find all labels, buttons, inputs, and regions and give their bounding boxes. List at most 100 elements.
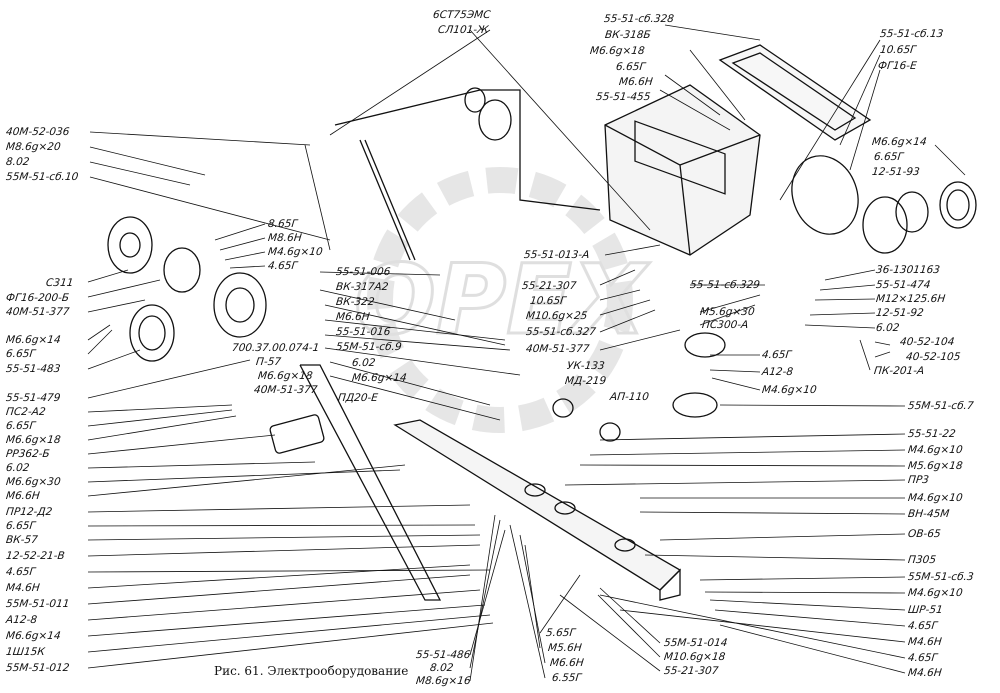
part-label: 55М-51-сб.9 — [335, 341, 403, 353]
instrument-panel-part — [393, 419, 682, 601]
part-label: М6.6g×14 — [5, 630, 62, 642]
part-label: 8.02 — [5, 156, 31, 168]
gauge-part-2 — [599, 422, 621, 442]
part-label: М6.6g×18 — [589, 45, 646, 57]
part-label: 55-51-сб.13 — [879, 28, 944, 40]
part-label: 10.65Г — [529, 295, 567, 307]
part-label: М8.6Н — [267, 232, 303, 244]
part-label: М10.6g×25 — [525, 310, 588, 322]
part-label: М5.6g×30 — [699, 306, 756, 318]
part-label: 6.02 — [875, 322, 901, 334]
part-label: ПР12-Д2 — [5, 506, 53, 518]
part-label: 40М-51-377 — [253, 384, 319, 396]
part-label: ФГ16-200-Б — [5, 292, 70, 304]
parts-drawing — [87, 24, 977, 682]
part-label: 6.02 — [5, 462, 31, 474]
part-label: М5.6Н — [547, 642, 583, 654]
part-label: 6.65Г — [615, 61, 646, 73]
part-label: 4.65Г — [907, 652, 938, 664]
part-label: 5.65Г — [545, 627, 576, 639]
part-label: 4.65Г — [907, 620, 938, 632]
part-label: М8.6g×20 — [5, 141, 62, 153]
part-label: 40-52-104 — [899, 336, 955, 348]
part-label: 55М-51-сб.3 — [907, 571, 975, 583]
part-label: 6.02 — [351, 357, 377, 369]
horn-part — [107, 216, 267, 362]
gauge-part — [552, 398, 574, 418]
part-label: 8.65Г — [267, 218, 298, 230]
part-label: 55-51-сб.329 — [689, 279, 761, 291]
part-label: ПР3 — [907, 474, 930, 486]
part-label: М6.6Н — [618, 76, 654, 88]
part-label: М6.6Н — [5, 490, 41, 502]
part-label: ПД20-Е — [337, 392, 379, 404]
part-label: М6.6g×18 — [5, 434, 62, 446]
part-label: 12-51-92 — [875, 307, 925, 319]
headlight-part — [791, 155, 977, 254]
part-label: 6.65Г — [5, 348, 36, 360]
part-label: М4.6g×10 — [907, 587, 964, 599]
part-label: М6.6g×14 — [351, 372, 408, 384]
part-label: ВК-318Б — [604, 29, 652, 41]
part-label: ВК-317А2 — [335, 281, 389, 293]
part-label: П-57 — [255, 356, 282, 368]
part-label: ШР-51 — [907, 604, 944, 616]
part-label: 40-52-105 — [905, 351, 961, 363]
part-label: 12-51-93 — [871, 166, 921, 178]
part-label: ОВ-65 — [907, 528, 942, 540]
part-label: А12-8 — [761, 366, 794, 378]
part-label: 6СТ75ЭМС — [432, 9, 492, 21]
part-label: 55-51-455 — [595, 91, 651, 103]
part-label: ВК-322 — [335, 296, 376, 308]
part-label: 55-21-307 — [663, 665, 719, 677]
watermark-text: OPEX — [354, 244, 650, 356]
side-bar-part — [299, 364, 442, 601]
part-label: 6.65Г — [5, 520, 36, 532]
part-label: ВК-57 — [5, 534, 39, 546]
part-label: 55-51-016 — [335, 326, 391, 338]
part-label: 40М-51-377 — [5, 306, 71, 318]
part-label: М6.6g×14 — [871, 136, 928, 148]
part-label: М6.6g×18 — [257, 370, 314, 382]
part-label: 55-51-486 — [415, 649, 471, 661]
part-label: М8.6g×16 — [415, 675, 472, 687]
part-label: М6.6Н — [549, 657, 585, 669]
part-label: 12-52-21-В — [5, 550, 66, 562]
part-label: 55М-51-014 — [663, 637, 729, 649]
relay-part — [269, 414, 325, 454]
part-label: М6.6g×30 — [5, 476, 62, 488]
part-label: ПК-201-А — [873, 365, 925, 377]
part-label: 40М-52-036 — [5, 126, 71, 138]
part-label: 4.65Г — [761, 349, 792, 361]
part-label: 6.55Г — [551, 672, 582, 684]
part-label: М4.6g×10 — [907, 444, 964, 456]
figure-caption: Рис. 61. Электрооборудование — [214, 664, 409, 678]
part-label: ФГ16-Е — [877, 60, 918, 72]
part-label: 4.65Г — [267, 260, 298, 272]
part-label: 6.65Г — [873, 151, 904, 163]
part-label: 10.65Г — [879, 44, 917, 56]
part-label: РР362-Б — [5, 448, 51, 460]
battery-part — [604, 84, 761, 256]
part-label: 6.65Г — [5, 420, 36, 432]
part-label: М5.6g×18 — [907, 460, 964, 472]
part-label: 1Ш15К — [5, 646, 46, 658]
part-label: 700.37.00.074-1 — [231, 342, 320, 354]
part-label: ПС2-А2 — [5, 406, 47, 418]
part-label: УК-133 — [566, 360, 606, 372]
part-label: СЛ101-Ж — [437, 24, 490, 36]
part-label: М4.6Н — [5, 582, 41, 594]
part-label: М12×125.6Н — [875, 293, 946, 305]
part-label: 55-51-сб.327 — [525, 326, 597, 338]
part-label: 55-51-479 — [5, 392, 61, 404]
part-label: 36-1301163 — [875, 264, 941, 276]
part-label: 55М-51-011 — [5, 598, 71, 610]
part-label: МД-219 — [564, 375, 607, 387]
leader-lines — [87, 24, 966, 682]
part-label: М4.6g×10 — [907, 492, 964, 504]
cap-part — [684, 332, 726, 358]
switch-assembly-part — [334, 87, 601, 261]
part-label: 55М-51-012 — [5, 662, 71, 674]
